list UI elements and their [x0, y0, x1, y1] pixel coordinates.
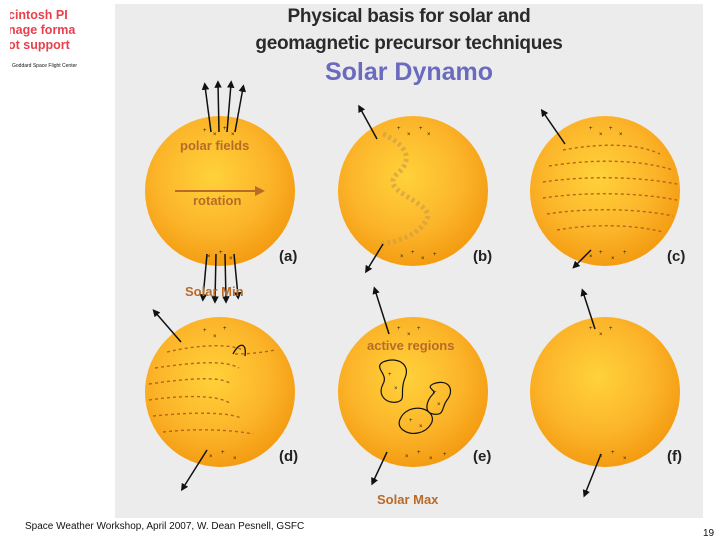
solar-min-label: Solar Min — [185, 284, 244, 299]
svg-text:×: × — [207, 254, 211, 260]
sun-c: + × + × × + × + — [530, 108, 680, 269]
svg-text:×: × — [599, 454, 603, 460]
svg-text:×: × — [589, 254, 593, 260]
svg-text:×: × — [611, 256, 615, 262]
slide-footer: Space Weather Workshop, April 2007, W. D… — [25, 521, 305, 532]
svg-text:+: + — [589, 126, 593, 132]
svg-text:+: + — [609, 126, 613, 132]
broken-image-line: ot support — [10, 38, 70, 52]
page-number: 19 — [703, 528, 715, 539]
svg-text:+: + — [223, 126, 227, 132]
rotation-label: rotation — [193, 193, 241, 208]
polar-fields-label: polar fields — [180, 138, 249, 153]
svg-text:×: × — [429, 456, 433, 462]
figure-canvas: +×+× ×+× +×+× ×+×+ — [145, 80, 685, 507]
figure-subtitle: Solar Dynamo — [324, 58, 494, 86]
svg-text:+: + — [397, 126, 401, 132]
svg-text:+: + — [609, 326, 613, 332]
svg-text:×: × — [213, 334, 217, 340]
svg-text:×: × — [407, 132, 411, 138]
org-label: Goddard Space Flight Center — [12, 63, 78, 69]
svg-text:×: × — [619, 132, 623, 138]
panel-label-e: (e) — [473, 448, 491, 465]
svg-text:×: × — [437, 402, 441, 408]
svg-text:+: + — [203, 328, 207, 334]
broken-image-placeholder: cintosh PI nage forma ot support — [10, 8, 86, 54]
svg-text:×: × — [599, 132, 603, 138]
panel-label-a: (a) — [279, 248, 297, 265]
solar-dynamo-figure: +×+× ×+× +×+× ×+×+ — [115, 4, 703, 518]
svg-text:+: + — [397, 326, 401, 332]
panel-label-b: (b) — [473, 248, 492, 265]
svg-text:×: × — [599, 332, 603, 338]
svg-text:+: + — [443, 452, 447, 458]
figure-title-line1: Physical basis for solar and — [287, 6, 531, 27]
svg-text:×: × — [233, 456, 237, 462]
sun-d: + × + × + × — [145, 309, 295, 492]
svg-text:+: + — [203, 128, 207, 134]
sun-a: + × + × × + × — [145, 80, 295, 304]
svg-text:+: + — [599, 250, 603, 256]
svg-text:+: + — [433, 390, 437, 396]
broken-image-line: cintosh PI — [10, 8, 68, 22]
svg-text:×: × — [405, 454, 409, 460]
svg-text:×: × — [394, 386, 398, 392]
sun-e: +× +× +× +×+ ×+×+ — [338, 286, 488, 486]
solar-max-label: Solar Max — [377, 492, 439, 507]
svg-text:+: + — [388, 372, 392, 378]
svg-text:+: + — [589, 326, 593, 332]
sun-f: + × + × + × — [530, 288, 680, 498]
svg-text:+: + — [221, 450, 225, 456]
svg-text:+: + — [417, 326, 421, 332]
svg-text:+: + — [417, 450, 421, 456]
svg-text:+: + — [433, 252, 437, 258]
svg-text:+: + — [611, 450, 615, 456]
svg-text:×: × — [229, 256, 233, 262]
svg-text:+: + — [411, 250, 415, 256]
svg-text:×: × — [231, 132, 235, 138]
svg-text:×: × — [623, 456, 627, 462]
panel-label-c: (c) — [667, 248, 685, 265]
active-regions-label: active regions — [367, 338, 454, 353]
svg-text:×: × — [400, 254, 404, 260]
svg-text:+: + — [223, 326, 227, 332]
svg-text:+: + — [219, 250, 223, 256]
svg-text:×: × — [209, 454, 213, 460]
svg-text:+: + — [419, 126, 423, 132]
svg-text:×: × — [407, 332, 411, 338]
panel-label-d: (d) — [279, 448, 298, 465]
svg-text:×: × — [419, 424, 423, 430]
sun-b: + × + × × + × + — [338, 104, 488, 274]
svg-text:+: + — [409, 418, 413, 424]
svg-text:×: × — [213, 132, 217, 138]
broken-image-line: nage forma — [10, 23, 76, 37]
panel-label-f: (f) — [667, 448, 682, 465]
svg-text:×: × — [421, 256, 425, 262]
svg-text:+: + — [623, 250, 627, 256]
svg-text:×: × — [427, 132, 431, 138]
figure-title-line2: geomagnetic precursor techniques — [255, 33, 563, 54]
